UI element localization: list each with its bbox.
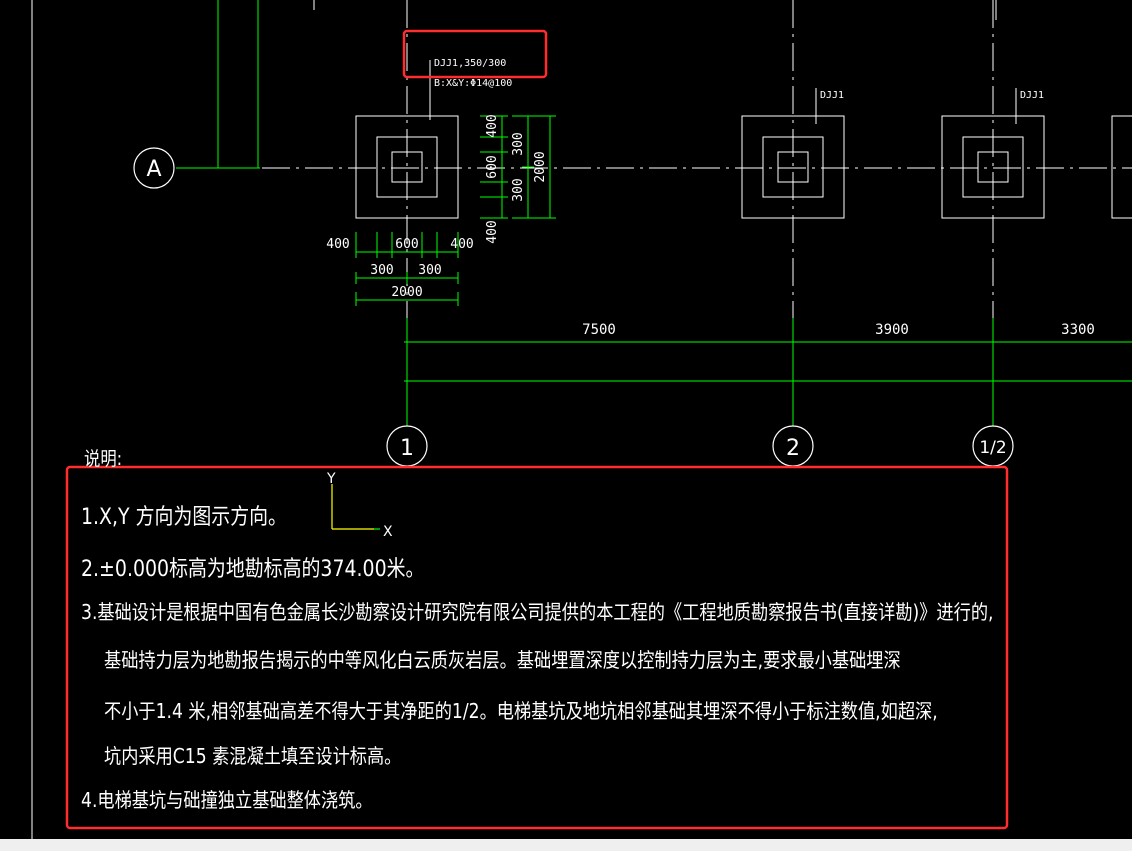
dim-h-300-left: 300 bbox=[370, 263, 393, 278]
axis-a-label: A bbox=[146, 157, 161, 182]
axis-a-bubble bbox=[133, 147, 175, 189]
dim-h-400-left: 400 bbox=[326, 237, 349, 252]
dim-v-300-top: 300 bbox=[511, 132, 526, 155]
axis-2-label: 2 bbox=[786, 436, 800, 461]
footing-2[interactable] bbox=[741, 115, 845, 219]
footing-1[interactable] bbox=[355, 115, 459, 219]
highlight-box-footing-mark bbox=[402, 29, 548, 79]
status-strip bbox=[0, 839, 1132, 851]
dim-h-600: 600 bbox=[395, 237, 418, 252]
footing-mark-3: DJJ1 bbox=[1020, 90, 1044, 101]
footing-4-partial[interactable] bbox=[1111, 115, 1132, 219]
dim-h-300-right: 300 bbox=[418, 263, 441, 278]
ucs-icon bbox=[331, 484, 380, 530]
ucs-x-label: X bbox=[383, 524, 393, 540]
dim-h-400-right: 400 bbox=[450, 237, 473, 252]
ucs-y-label: Y bbox=[326, 471, 336, 487]
dim-v-300-bottom: 300 bbox=[511, 178, 526, 201]
highlight-box-notes bbox=[65, 465, 1009, 830]
vertical-dimensions-footing-1 bbox=[480, 115, 556, 219]
dim-v-2000: 2000 bbox=[533, 151, 548, 182]
span-7500: 7500 bbox=[582, 322, 616, 338]
horizontal-dimensions-footing-1 bbox=[355, 232, 459, 306]
span-3300: 3300 bbox=[1061, 322, 1095, 338]
dim-v-400-top: 400 bbox=[485, 114, 500, 137]
footing-3[interactable] bbox=[941, 115, 1045, 219]
dim-v-400-bottom: 400 bbox=[485, 220, 500, 243]
axis-1-2-label: 1/2 bbox=[979, 438, 1006, 458]
span-dimension-lines bbox=[404, 318, 1132, 426]
span-3900: 3900 bbox=[875, 322, 909, 338]
axis-1-label: 1 bbox=[400, 436, 414, 461]
dim-v-600: 600 bbox=[485, 155, 500, 178]
dim-h-2000: 2000 bbox=[391, 285, 422, 300]
footing-mark-2: DJJ1 bbox=[820, 90, 844, 101]
footing-mark-main: DJJ1,350/300 bbox=[434, 58, 506, 69]
footing-reinforcement-label: B:X&Y:Φ14@100 bbox=[434, 78, 512, 89]
